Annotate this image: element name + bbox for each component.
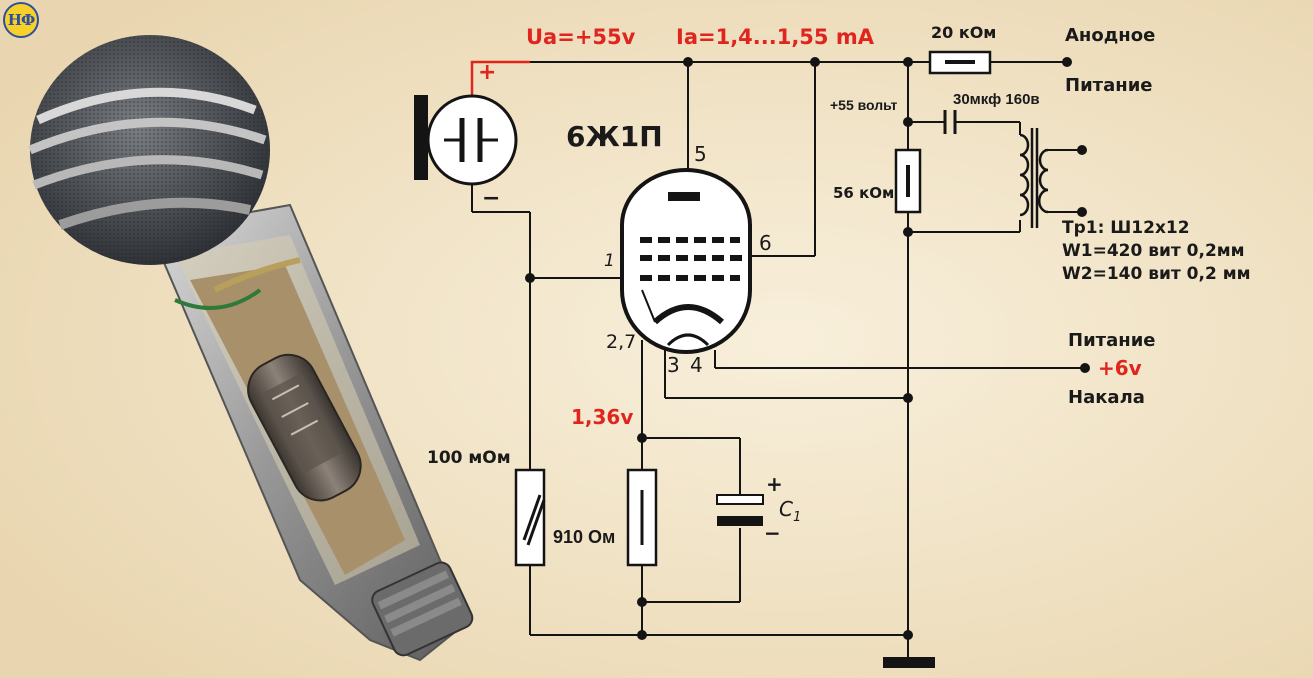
pin-27-label: 2,7 xyxy=(606,331,637,353)
node-voltage-label: +55 вольт xyxy=(830,97,898,113)
vacuum-tube-6j1p xyxy=(620,168,752,354)
c1-subscript: 1 xyxy=(792,510,802,525)
microphone-illustration xyxy=(28,35,474,662)
transformer-label-1: Тр1: Ш12х12 xyxy=(1062,218,1190,238)
heater-label-3: Накала xyxy=(1068,387,1145,408)
terminal-dots xyxy=(1062,57,1090,373)
heater-voltage-label: +6v xyxy=(1098,356,1142,380)
capacitor-30uf xyxy=(943,110,957,134)
tube-name-label: 6Ж1П xyxy=(566,120,663,153)
wires xyxy=(471,61,1085,660)
ground-symbol xyxy=(883,657,935,668)
anode-voltage-label: Ua=+55v xyxy=(526,25,636,49)
capacitor-c1 xyxy=(716,494,764,526)
resistor-910-label: 910 Ом xyxy=(553,527,616,547)
capacitor-30uf-label: 30мкф 160в xyxy=(953,91,1040,108)
c1-label: C1 xyxy=(779,497,801,525)
resistor-56k-label: 56 кОм xyxy=(833,184,895,202)
transformer-tr1 xyxy=(1019,128,1049,228)
c1-minus-sign: − xyxy=(764,521,781,545)
anode-supply-label-2: Питание xyxy=(1065,75,1153,96)
resistor-100m xyxy=(514,468,546,567)
c1-letter: C xyxy=(779,497,793,521)
cathode-voltage-label: 1,36v xyxy=(571,405,634,429)
pin-5-label: 5 xyxy=(694,142,707,166)
pin-3-label: 3 xyxy=(667,353,680,377)
capsule-minus-sign: − xyxy=(482,186,501,211)
c1-plus-sign: + xyxy=(766,472,783,496)
transformer-label-3: W2=140 вит 0,2 мм xyxy=(1062,264,1251,284)
positive-wire xyxy=(470,60,530,97)
pin-4-label: 4 xyxy=(690,353,703,377)
transformer-label-2: W1=420 вит 0,2мм xyxy=(1062,241,1245,261)
resistor-100m-label: 100 мОм xyxy=(427,448,511,468)
capsule-plus-sign: + xyxy=(478,60,497,85)
channel-logo: НФ xyxy=(3,2,39,38)
anode-current-label: Ia=1,4...1,55 mA xyxy=(676,25,874,49)
microphone-capsule-symbol xyxy=(414,94,518,186)
junction-dots xyxy=(525,57,913,640)
resistor-20k-label: 20 кОм xyxy=(931,23,997,42)
anode-supply-label-1: Анодное xyxy=(1065,25,1156,46)
pin-6-label: 6 xyxy=(759,231,772,255)
heater-label-1: Питание xyxy=(1068,330,1156,351)
pin-1-label: 1 xyxy=(604,251,615,271)
